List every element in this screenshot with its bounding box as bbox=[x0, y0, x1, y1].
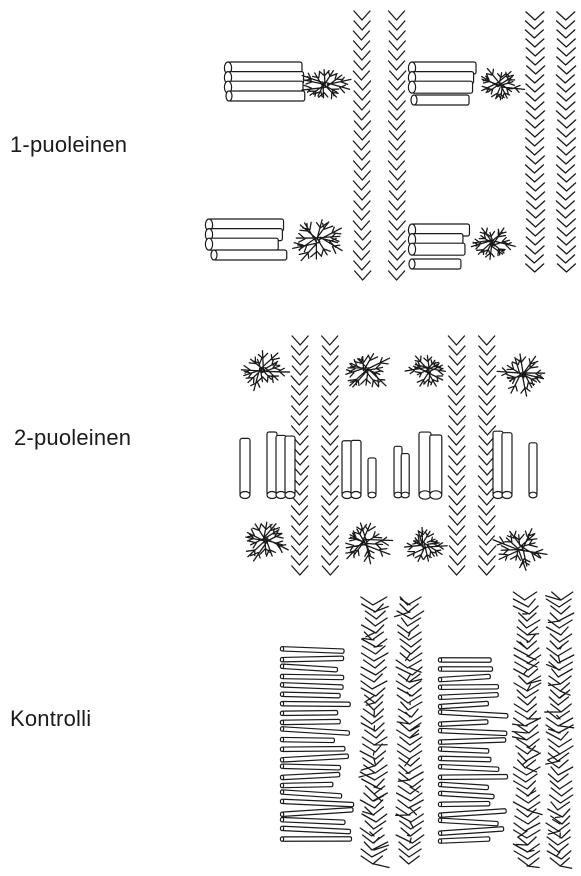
log-pile bbox=[211, 250, 287, 260]
slash-pile bbox=[405, 356, 445, 387]
slash-pile bbox=[346, 523, 393, 564]
slash-pile bbox=[497, 354, 544, 396]
log-stack bbox=[493, 431, 512, 498]
log-pile bbox=[205, 219, 283, 250]
slash-pile bbox=[246, 522, 288, 561]
log-stack bbox=[368, 458, 376, 498]
panel-one-sided bbox=[205, 11, 575, 280]
dense-strip bbox=[512, 592, 542, 868]
dense-strip bbox=[359, 597, 389, 867]
panel-control bbox=[280, 592, 573, 868]
log-stack bbox=[394, 446, 409, 497]
slash-pile bbox=[302, 70, 351, 99]
log-pile bbox=[409, 259, 461, 269]
log-stack bbox=[267, 432, 295, 499]
log-stack bbox=[240, 438, 250, 498]
loose-logs bbox=[438, 658, 508, 844]
tree-row bbox=[388, 11, 405, 280]
slash-pile bbox=[471, 228, 515, 259]
panel-two-sided bbox=[240, 336, 547, 575]
slash-pile bbox=[293, 220, 342, 261]
log-stack bbox=[529, 443, 537, 498]
slash-pile bbox=[241, 351, 289, 391]
tree-row bbox=[556, 12, 575, 272]
dense-strip bbox=[545, 592, 574, 868]
log-pile bbox=[226, 91, 305, 101]
log-pile bbox=[411, 95, 469, 105]
log-stack bbox=[419, 432, 442, 499]
tree-row bbox=[353, 11, 370, 280]
slash-pile bbox=[482, 69, 525, 100]
log-pile bbox=[408, 62, 476, 93]
slash-pile bbox=[493, 529, 547, 571]
slash-pile bbox=[405, 527, 448, 561]
loose-logs bbox=[280, 647, 353, 842]
log-pile bbox=[224, 62, 303, 93]
dense-strip bbox=[395, 597, 424, 864]
tree-row bbox=[525, 12, 544, 272]
log-pile bbox=[408, 224, 469, 255]
tree-row bbox=[448, 336, 465, 575]
log-stack bbox=[342, 440, 361, 498]
slash-pile bbox=[346, 354, 390, 387]
tree-row bbox=[321, 336, 338, 575]
